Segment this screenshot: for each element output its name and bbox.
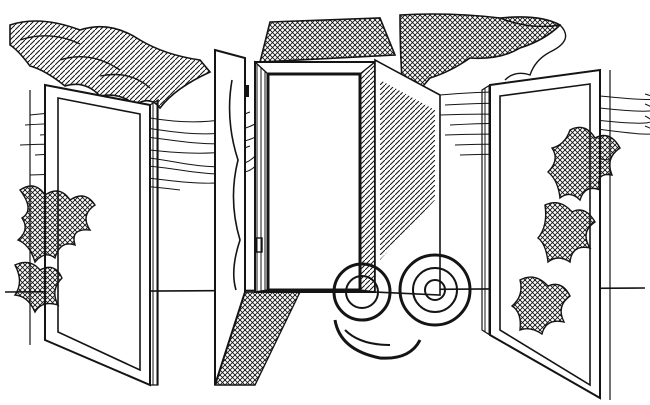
seaweed-left: [13, 185, 96, 314]
door-hinge-bottom: [255, 237, 263, 253]
central-doorway: [254, 60, 376, 293]
left-window: [44, 83, 159, 387]
curtain-folds-left: [19, 35, 151, 89]
floor-shadow-wedge: [214, 291, 302, 386]
open-door-panel: [214, 48, 263, 386]
torn-curtain-right-edge: [499, 17, 567, 81]
right-wall-hatch: [380, 80, 435, 260]
hatched-roof-block: [258, 17, 397, 63]
coiled-shell-ornament: [332, 253, 472, 360]
door-hinge-top: [244, 85, 249, 97]
seaweed-right: [510, 126, 621, 336]
